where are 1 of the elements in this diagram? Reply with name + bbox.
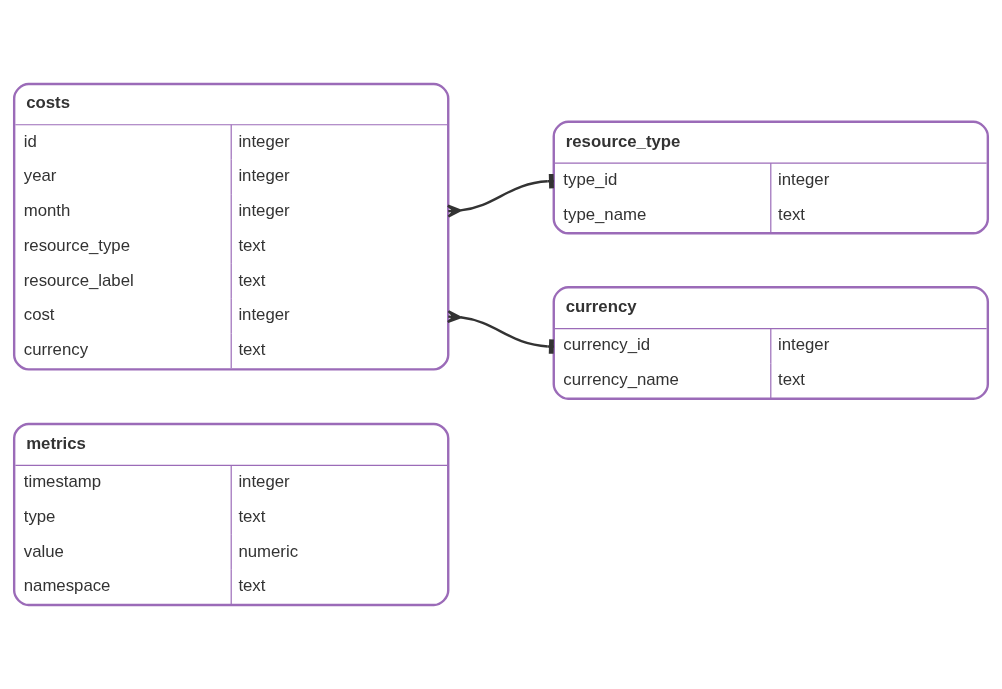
connector (446, 310, 554, 354)
